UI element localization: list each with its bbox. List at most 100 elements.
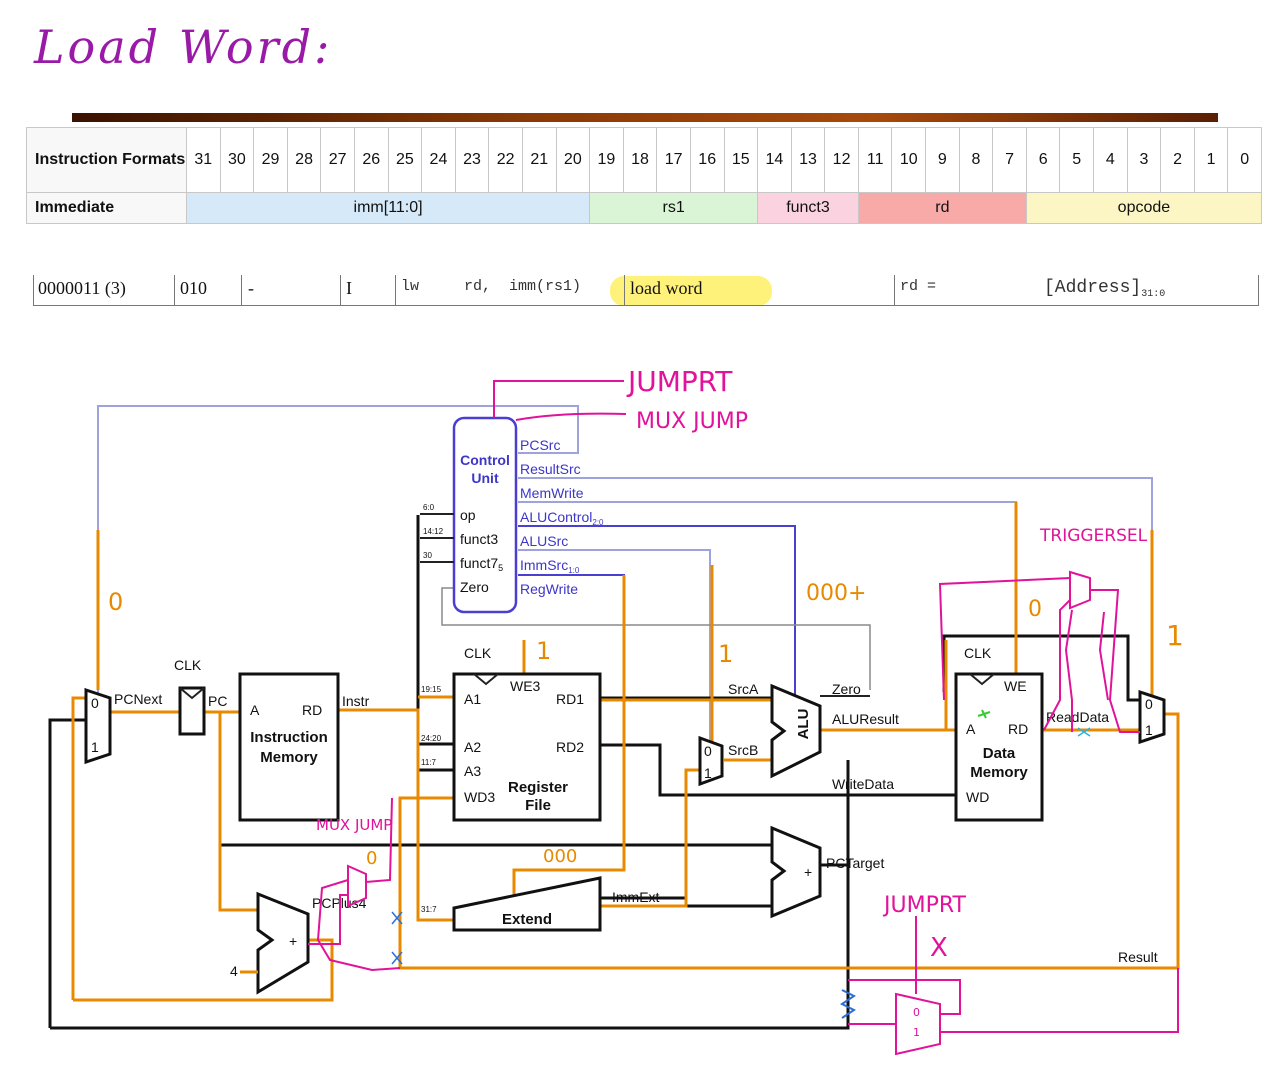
svg-text:ALU: ALU <box>795 709 812 740</box>
bit-3: 3 <box>1127 128 1161 193</box>
svg-text:CLK: CLK <box>464 645 492 661</box>
muxjump-pointer <box>516 414 626 420</box>
divider <box>72 113 1218 122</box>
x-mark-annotation: X <box>930 933 948 963</box>
instruction-format-table: Instruction Formats 31302928272625242322… <box>26 127 1262 224</box>
immsrc-value: 000 <box>543 846 577 867</box>
svg-text:A: A <box>250 702 260 718</box>
bit-22: 22 <box>489 128 523 193</box>
svg-text:0: 0 <box>704 743 712 759</box>
alucontrol-value: 000+ <box>806 581 866 606</box>
pcsrc-value: 0 <box>108 588 123 616</box>
bitfield-30: 30 <box>423 551 432 560</box>
svg-text:+: + <box>289 933 297 949</box>
muxjump-left-annotation: MUX JUMP <box>316 816 392 834</box>
pcnext-label: PCNext <box>114 691 162 707</box>
svg-text:Register: Register <box>508 779 568 796</box>
bit-17: 17 <box>657 128 691 193</box>
ctrl-in-funct3: funct3 <box>460 531 498 547</box>
field-imm: imm[11:0] <box>187 193 590 224</box>
bitfield-19-15: 19:15 <box>421 685 442 694</box>
svg-text:1: 1 <box>913 1026 920 1039</box>
bit-13: 13 <box>791 128 825 193</box>
readdata-label: ReadData <box>1046 709 1109 725</box>
bit-23: 23 <box>455 128 489 193</box>
bit-31: 31 <box>187 128 221 193</box>
bit-5: 5 <box>1060 128 1094 193</box>
field-rs1: rs1 <box>590 193 758 224</box>
lw-description: load word <box>630 278 702 299</box>
svg-text:CLK: CLK <box>964 645 992 661</box>
svg-text:RD2: RD2 <box>556 739 584 755</box>
triggersel-mux <box>1070 572 1090 608</box>
svg-text:+: + <box>804 864 812 880</box>
field-opcode: opcode <box>1026 193 1261 224</box>
bit-29: 29 <box>254 128 288 193</box>
lw-funct7: - <box>248 278 254 299</box>
alusrc-value: 1 <box>718 640 733 668</box>
svg-text:A: A <box>966 721 976 737</box>
control-unit-label: Control <box>460 452 510 468</box>
muxjump-top-annotation: MUX JUMP <box>636 409 748 434</box>
bit-14: 14 <box>758 128 792 193</box>
pcplus4-adder <box>258 894 308 992</box>
bit-28: 28 <box>287 128 321 193</box>
ctrl-out-alusrc: ALUSrc <box>520 533 568 549</box>
aluresult-label: ALUResult <box>832 711 899 727</box>
svg-text:A1: A1 <box>464 691 481 707</box>
pctarget-adder <box>772 828 820 916</box>
four-label: 4 <box>230 963 238 979</box>
datapath-diagram: .bl { stroke:#111; stroke-width:3; fill:… <box>0 340 1280 1060</box>
bit-15: 15 <box>724 128 758 193</box>
svg-text:Memory: Memory <box>970 764 1028 781</box>
result-label: Result <box>1118 949 1158 965</box>
lw-operation-rhs: [Address]31:0 <box>1044 278 1165 300</box>
svg-text:WE: WE <box>1004 678 1027 694</box>
svg-text:Memory: Memory <box>260 749 318 766</box>
immext-label: ImmExt <box>612 889 660 905</box>
bit-11: 11 <box>858 128 892 193</box>
svg-text:RD1: RD1 <box>556 691 584 707</box>
control-unit-label-2: Unit <box>471 470 499 486</box>
bit-7: 7 <box>993 128 1027 193</box>
bit-25: 25 <box>388 128 422 193</box>
bit-19: 19 <box>590 128 624 193</box>
bit-9: 9 <box>926 128 960 193</box>
zero-label: Zero <box>832 681 861 697</box>
memwrite-wire <box>518 502 1016 680</box>
bit-1: 1 <box>1194 128 1228 193</box>
svg-text:File: File <box>525 797 551 814</box>
jumprt-top-annotation: JUMPRT <box>626 365 733 398</box>
bit-2: 2 <box>1161 128 1195 193</box>
svg-text:WE3: WE3 <box>510 678 541 694</box>
bit-6: 6 <box>1026 128 1060 193</box>
pc-register <box>180 688 204 734</box>
bitfield-24-20: 24:20 <box>421 734 442 743</box>
ctrl-out-pcsrc: PCSrc <box>520 437 560 453</box>
field-rd: rd <box>858 193 1026 224</box>
svg-text:1: 1 <box>1145 722 1153 738</box>
bit-18: 18 <box>623 128 657 193</box>
ctrl-out-memwrite: MemWrite <box>520 485 584 501</box>
regwrite-value: 1 <box>536 637 551 665</box>
svg-text:Instruction: Instruction <box>250 729 328 746</box>
bit-10: 10 <box>892 128 926 193</box>
lw-type: I <box>346 278 352 299</box>
jumprt-pointer <box>494 381 624 418</box>
ctrl-out-immsrc: ImmSrc1:0 <box>520 557 580 575</box>
bitfield-31-7: 31:7 <box>421 905 437 914</box>
srca-label: SrcA <box>728 681 759 697</box>
lw-instruction-row: 0000011 (3) 010 - I lw rd, imm(rs1) load… <box>33 275 1259 306</box>
svg-text:WD3: WD3 <box>464 789 495 805</box>
bit-24: 24 <box>422 128 456 193</box>
instr-label: Instr <box>342 693 370 709</box>
header-label: Instruction Formats <box>27 128 187 193</box>
ctrl-out-alucontrol: ALUControl2:0 <box>520 509 604 527</box>
jumprt-mux <box>896 994 940 1054</box>
svg-text:A2: A2 <box>464 739 481 755</box>
field-funct3: funct3 <box>758 193 859 224</box>
bit-12: 12 <box>825 128 859 193</box>
bitfield-11-7: 11:7 <box>421 758 437 767</box>
writedata-label: WriteData <box>832 776 894 792</box>
svg-text:WD: WD <box>966 789 989 805</box>
